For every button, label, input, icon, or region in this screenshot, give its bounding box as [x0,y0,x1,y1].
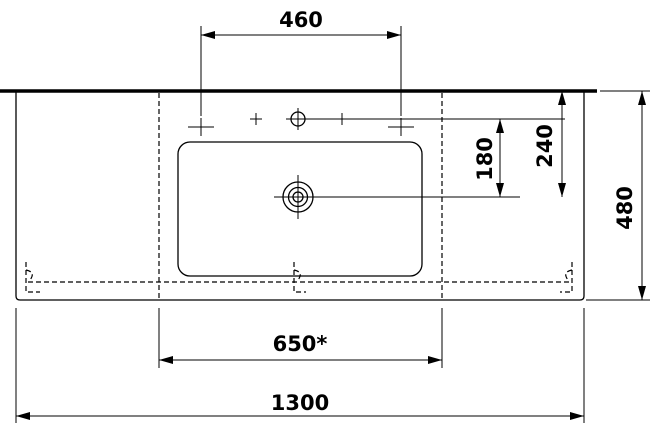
dimension-240: 240 [533,91,566,197]
bracket-center [293,262,306,293]
bracket-right [560,262,573,293]
dimension-label-480: 480 [613,186,637,230]
dimension-650: 650* [158,308,443,368]
dimension-label-1300: 1300 [271,391,329,415]
dimension-180: 180 [473,119,504,197]
dimension-460: 460 [200,8,402,116]
dimension-label-650: 650* [273,332,328,356]
tap-holes [188,108,565,136]
cabinet-outline [28,93,572,298]
dimension-label-460: 460 [279,8,323,32]
bowl-outline [177,141,423,277]
dimension-1300: 1300 [15,308,585,423]
dimension-label-240: 240 [533,124,557,168]
dimension-label-180: 180 [473,137,497,181]
bracket-left [25,262,40,293]
dimension-480: 480 [586,90,650,301]
basin-outline [0,89,597,301]
drain [274,175,520,219]
